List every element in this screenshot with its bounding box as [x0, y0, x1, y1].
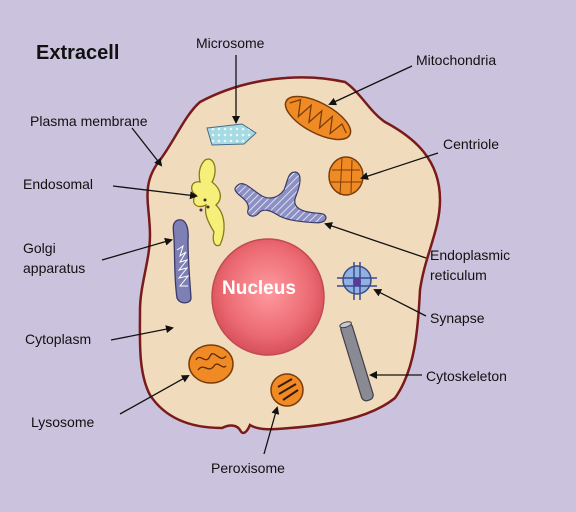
- nucleus-label: Nucleus: [222, 278, 296, 299]
- microsome: [206, 123, 257, 146]
- lysosome: [188, 344, 234, 384]
- label-microsome: Microsome: [196, 35, 265, 51]
- label-cytoplasm: Cytoplasm: [25, 331, 92, 347]
- peroxisome: [270, 373, 304, 407]
- label-cytoskeleton: Cytoskeleton: [426, 368, 507, 384]
- label-plasma-membrane: Plasma membrane: [30, 113, 148, 129]
- nucleus: [211, 238, 325, 356]
- diagram-title: Extracell: [36, 42, 120, 64]
- label-mitochondria: Mitochondria: [416, 52, 497, 68]
- label-golgi-line2: apparatus: [23, 260, 86, 276]
- endoplasmic-reticulum: [234, 171, 327, 224]
- label-centriole: Centriole: [443, 136, 500, 152]
- label-er-line2: reticulum: [430, 267, 487, 283]
- centriole: [328, 156, 364, 196]
- label-endosomal: Endosomal: [23, 176, 94, 192]
- endosomal: [190, 158, 225, 247]
- golgi-apparatus: [172, 219, 192, 304]
- label-synapse: Synapse: [430, 310, 485, 326]
- label-golgi-line1: Golgi: [23, 240, 56, 256]
- label-peroxisome: Peroxisome: [211, 460, 285, 476]
- mitochondria: [284, 95, 352, 141]
- label-er-line1: Endoplasmic: [430, 247, 511, 263]
- leader-lines: [101, 55, 439, 455]
- label-lysosome: Lysosome: [31, 414, 95, 430]
- synapse: [337, 262, 377, 300]
- cytoskeleton: [339, 321, 374, 402]
